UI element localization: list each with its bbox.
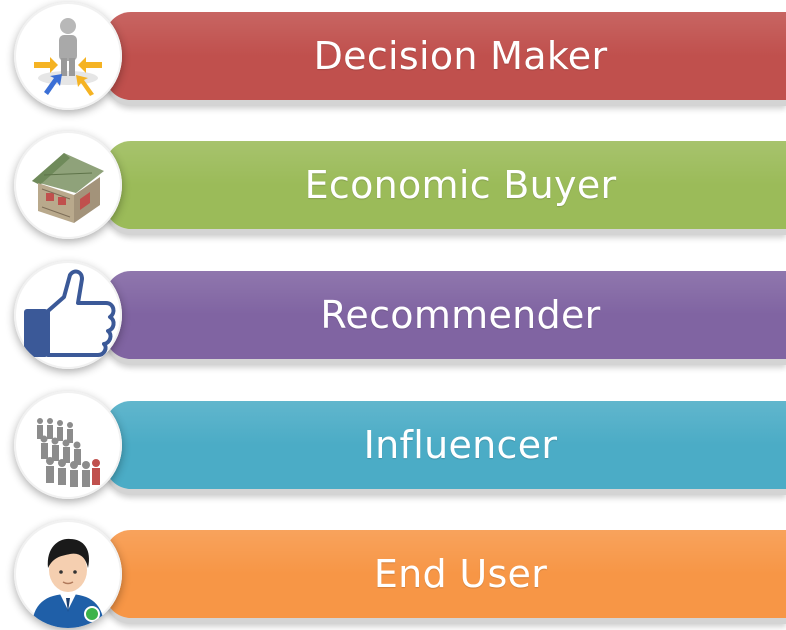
crowd-icon — [14, 391, 122, 499]
role-bar: Influencer — [105, 401, 786, 489]
role-row-recommender: Recommender — [0, 259, 786, 371]
role-label: Recommender — [320, 293, 601, 337]
thumbs-up-icon — [14, 261, 122, 369]
role-row-end-user: End User — [0, 518, 786, 630]
role-bar: Decision Maker — [105, 12, 786, 100]
user-avatar-icon — [14, 520, 122, 628]
role-bar: Recommender — [105, 271, 786, 359]
role-label: Influencer — [363, 423, 558, 467]
role-bar: End User — [105, 530, 786, 618]
money-house-icon — [14, 131, 122, 239]
role-label: Economic Buyer — [304, 163, 617, 207]
role-bar: Economic Buyer — [105, 141, 786, 229]
role-label: Decision Maker — [313, 34, 608, 78]
person-arrows-icon — [14, 2, 122, 110]
role-row-decision-maker: Decision Maker — [0, 0, 786, 112]
role-label: End User — [373, 552, 548, 596]
role-row-influencer: Influencer — [0, 389, 786, 501]
role-row-economic-buyer: Economic Buyer — [0, 129, 786, 241]
